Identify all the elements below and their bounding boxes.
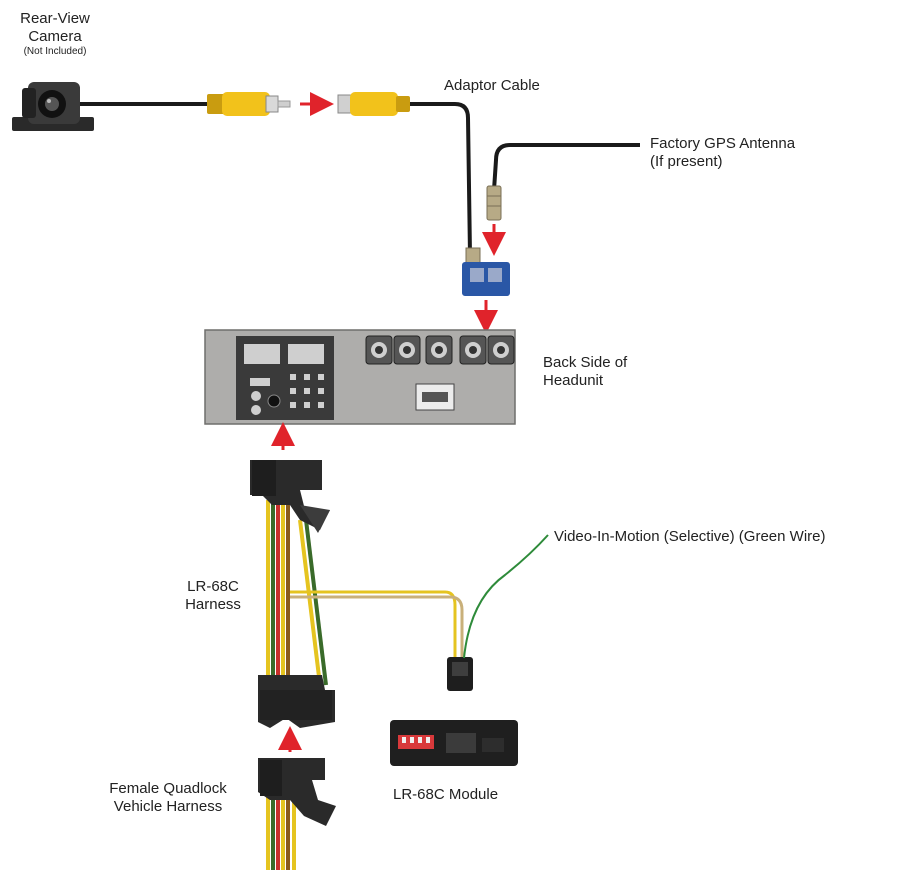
vehicle-harness-label-line1: Female Quadlock [109,780,227,797]
fakra-adaptor-connector-icon [462,247,510,296]
lr68c-harness [250,460,464,728]
camera-label: Rear-View Camera (Not Included) [10,10,100,58]
vehicle-harness-label: Female Quadlock Vehicle Harness [88,780,248,816]
gps-antenna-label-line2: (If present) [650,153,723,170]
camera-label-line2: Camera [28,28,82,45]
harness-label: LR-68C Harness [168,578,258,614]
camera-label-note: (Not Included) [23,46,87,57]
headunit-back-panel [204,329,516,425]
video-in-motion-label: Video-In-Motion (Selective) (Green Wire) [554,528,826,545]
gps-antenna-label: Factory GPS Antenna (If present) [650,135,795,171]
gps-connector-icon [486,185,502,221]
vehicle-harness-label-line2: Vehicle Harness [113,798,223,815]
headunit-label-line2: Headunit [543,372,604,389]
rear-view-camera-icon [12,82,94,131]
rca-plug-male-icon [207,92,291,116]
adaptor-cable-label: Adaptor Cable [444,77,540,94]
adaptor-cable [410,102,472,256]
gps-antenna-cable [492,143,640,191]
rca-plug-female-icon [337,92,410,116]
harness-label-line1: LR-68C [187,578,239,595]
harness-label-line2: Harness [185,596,241,613]
headunit-label-line1: Back Side of [543,354,628,371]
vehicle-harness [258,758,336,870]
camera-label-line1: Rear-View [20,10,90,27]
lr68c-module-icon [390,720,518,766]
module-plug-icon [447,657,473,691]
gps-antenna-label-line1: Factory GPS Antenna [650,135,796,152]
video-in-motion-wire [463,534,549,659]
module-label: LR-68C Module [393,786,499,803]
headunit-label: Back Side of Headunit [543,354,627,390]
